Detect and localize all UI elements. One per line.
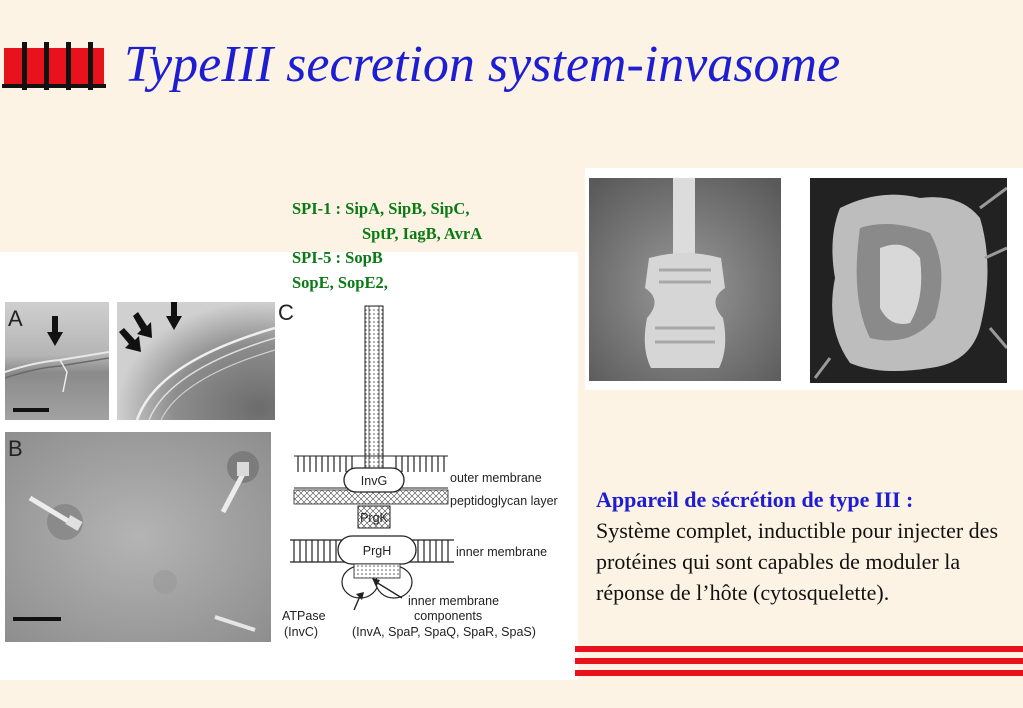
spi-line-4: SopE, SopE2,: [292, 272, 388, 292]
outer-membrane-label: outer membrane: [450, 471, 542, 485]
spi-line-2: SptP, IagB, AvrA: [362, 223, 483, 243]
components-label-1: inner membrane: [408, 594, 499, 608]
em-sem-image: [810, 178, 1007, 383]
prgh-label: PrgH: [363, 544, 391, 558]
spi-gene-list: SPI-1 : SipA, SipB, SipC, SptP, IagB, Av…: [292, 197, 482, 295]
description-heading: Appareil de sécrétion de type III :: [596, 487, 914, 512]
bullet-bars-icon: [2, 42, 106, 90]
atpase-label-2: (InvC): [284, 625, 318, 639]
prgk-label: PrgK: [360, 511, 388, 525]
panel-label-a: A: [8, 306, 23, 331]
peptidoglycan-label: peptidoglycan layer: [450, 494, 558, 508]
invg-label: InvG: [361, 474, 387, 488]
decorative-red-lines: [575, 646, 1023, 676]
components-label-2: components: [414, 609, 482, 623]
description-body: Système complet, inductible pour injecte…: [596, 518, 999, 605]
inner-membrane-label: inner membrane: [456, 545, 547, 559]
atpase-label-1: ATPase: [282, 609, 326, 623]
description-block: Appareil de sécrétion de type III : Syst…: [596, 484, 1016, 608]
micrograph-a-left: [5, 302, 109, 420]
slide-title: TypeIII secretion system-invasome: [124, 36, 841, 93]
spi-line-1: SPI-1 : SipA, SipB, SipC,: [292, 199, 470, 218]
spi-line-3: SPI-5 : SopB: [292, 248, 383, 267]
panel-label-b: B: [8, 436, 23, 461]
micrograph-b: [5, 432, 271, 642]
em-needle-complex-image: [589, 178, 781, 381]
micrograph-a-right: [117, 302, 275, 420]
panel-label-c: C: [278, 300, 294, 325]
components-label-3: (InvA, SpaP, SpaQ, SpaR, SpaS): [352, 625, 536, 639]
type3-secretion-diagram: InvG PrgK PrgH outer membrane peptidogly…: [282, 305, 558, 639]
